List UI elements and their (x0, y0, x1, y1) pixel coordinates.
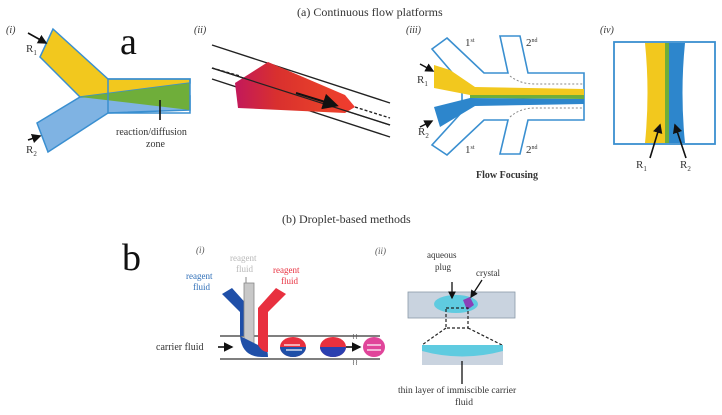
svg-text:≀≀: ≀≀ (352, 332, 358, 341)
r1-label: R1 (26, 43, 37, 57)
red-inlet (258, 288, 286, 336)
crystal-shape (463, 297, 474, 310)
first-bottom-label: 1st (465, 144, 475, 156)
iv-r2-label: R2 (680, 159, 691, 173)
zone-label-line1: reaction/diffusion (116, 127, 187, 138)
r2-stream (434, 98, 584, 127)
plug-label-line2: plug (435, 262, 452, 272)
panel-a-ii-label: (ii) (194, 25, 207, 36)
reagent-blue-line2: fluid (193, 282, 210, 292)
reagent-blue-line1: reagent (186, 271, 213, 281)
panel-a-iv: (iv) R1 R2 (600, 25, 716, 173)
panel-a-ii: (ii) (194, 25, 391, 138)
blue-inlet (222, 288, 250, 336)
droplet-separated (320, 337, 346, 357)
iii-r1-label: R1 (417, 74, 428, 88)
r1-band (645, 43, 665, 143)
droplet-mixing (280, 337, 306, 357)
layer-label-line1: thin layer of immiscible carrier (398, 385, 517, 396)
panel-a-iii-label: (iii) (406, 25, 422, 36)
r2-label: R2 (26, 144, 37, 158)
zoomed-plug (422, 345, 503, 357)
second-bottom-label: 2nd (526, 144, 538, 156)
flow-focusing-caption: Flow Focusing (476, 170, 538, 181)
diffusion-zone (80, 83, 190, 110)
panel-b-ii-label: (ii) (375, 246, 386, 256)
first-top-label: 1st (465, 37, 475, 49)
reagent-red-line1: reagent (273, 265, 300, 275)
carrier-label: carrier fluid (156, 342, 203, 353)
panel-b-i-label: (i) (196, 245, 205, 255)
reagent-grey-line2: fluid (236, 264, 253, 274)
reagent-grey-line1: reagent (230, 253, 257, 263)
panel-b-ii: (ii) aqueous plug crystal thin layer of … (375, 246, 517, 408)
iv-r1-label: R1 (636, 159, 647, 173)
layer-label-line2: fluid (455, 397, 473, 408)
droplet-mixed (363, 337, 385, 357)
plug-label-line1: aqueous (427, 250, 457, 260)
panel-a-iii: (iii) R1 R2 1st 2nd 1st 2nd Flow Focusin… (406, 25, 585, 181)
r2-band (669, 43, 685, 143)
panel-a-i: (i) R1 R2 reaction/diffusion zone (6, 25, 191, 158)
reaction-cone (235, 62, 355, 113)
r2-arrow (27, 133, 42, 144)
iii-r2-label: R2 (418, 126, 429, 140)
crystal-label: crystal (476, 268, 500, 278)
section-b-title: (b) Droplet-based methods (282, 212, 411, 226)
svg-text:≀≀: ≀≀ (352, 358, 358, 367)
section-a-letter: a (120, 21, 137, 63)
panel-a-iv-label: (iv) (600, 25, 615, 36)
zone-label-line2: zone (146, 139, 165, 150)
interface-stream (470, 95, 584, 99)
second-top-label: 2nd (526, 37, 538, 49)
r1-stream (434, 65, 584, 95)
section-a-title: (a) Continuous flow platforms (297, 5, 443, 19)
reagent-red-line1b: fluid (281, 276, 298, 286)
panel-a-i-label: (i) (6, 25, 16, 36)
grey-inlet (243, 282, 255, 344)
flow-arrow (295, 92, 339, 110)
panel-b-i: (i) reagent fluid reagent fluid reagent … (156, 245, 385, 367)
r1-arrow (27, 32, 48, 44)
section-b-letter: b (122, 237, 141, 279)
interface-band (665, 43, 669, 143)
